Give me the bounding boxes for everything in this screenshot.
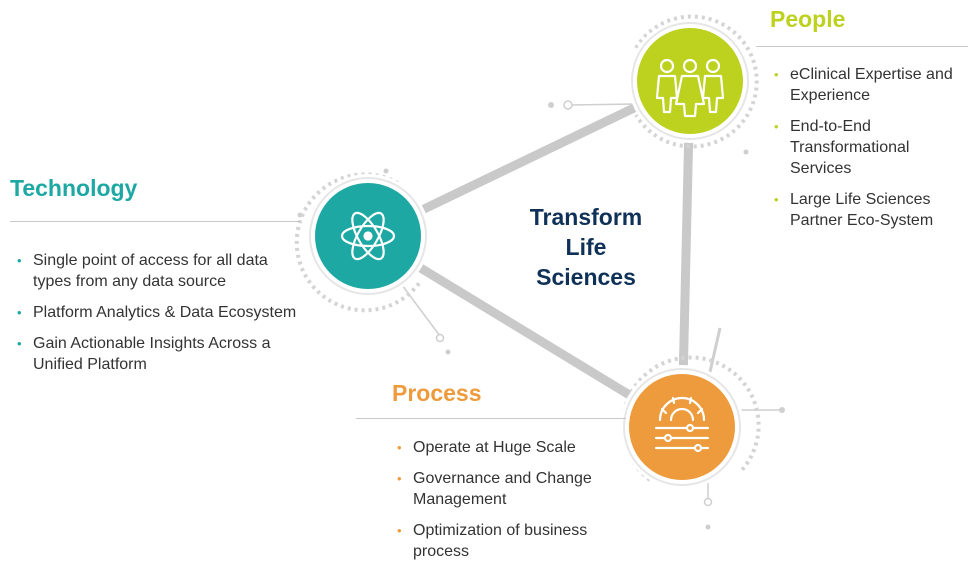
people-bullet-item: •Large Life Sciences Partner Eco-System bbox=[774, 191, 934, 229]
bullet-dot: • bbox=[397, 523, 402, 538]
bullet-dot: • bbox=[397, 440, 402, 455]
technology-bullet-list: •Single point of access for all data typ… bbox=[13, 250, 308, 385]
technology-node bbox=[294, 172, 430, 313]
technology-bullet-item: •Platform Analytics & Data Ecosystem bbox=[17, 304, 297, 321]
center-title-line-3: Sciences bbox=[536, 264, 636, 290]
process-bullet-item: •Operate at Huge Scale bbox=[397, 439, 576, 456]
center-title-line-1: Transform bbox=[529, 204, 643, 230]
atom-icon bbox=[340, 211, 396, 261]
technology-rule bbox=[10, 221, 300, 222]
technology-bullet-item: •Gain Actionable Insights Across a Unifi… bbox=[17, 335, 271, 373]
bullet-dot: • bbox=[774, 192, 779, 207]
technology-bullet-item: •Single point of access for all data typ… bbox=[17, 252, 268, 290]
people-rule bbox=[756, 46, 968, 47]
process-bullet-list: •Operate at Huge Scale •Governance and C… bbox=[393, 437, 628, 572]
people-bullet-list: •eClinical Expertise and Experience •End… bbox=[770, 64, 965, 241]
process-rule bbox=[356, 418, 626, 419]
technology-heading: Technology bbox=[10, 175, 138, 201]
bullet-dot: • bbox=[17, 253, 22, 268]
bullet-dot: • bbox=[774, 119, 779, 134]
people-bullet-item: •End-to-End Transformational Services bbox=[774, 118, 910, 177]
center-title-line-2: Life bbox=[565, 234, 607, 260]
gear-sliders-icon bbox=[654, 396, 710, 453]
process-node bbox=[620, 355, 761, 489]
people-group-icon bbox=[655, 58, 725, 118]
people-node bbox=[628, 14, 759, 149]
people-heading: People bbox=[770, 6, 846, 32]
bullet-dot: • bbox=[17, 305, 22, 320]
bullet-dot: • bbox=[774, 67, 779, 82]
process-bullet-item: •Governance and Change Management bbox=[397, 470, 592, 508]
center-title: Transform Life Sciences bbox=[500, 202, 672, 292]
process-heading: Process bbox=[392, 380, 482, 406]
process-bullet-item: •Optimization of business process bbox=[397, 522, 588, 560]
bullet-dot: • bbox=[17, 336, 22, 351]
people-bullet-item: •eClinical Expertise and Experience bbox=[774, 66, 953, 104]
bullet-dot: • bbox=[397, 471, 402, 486]
